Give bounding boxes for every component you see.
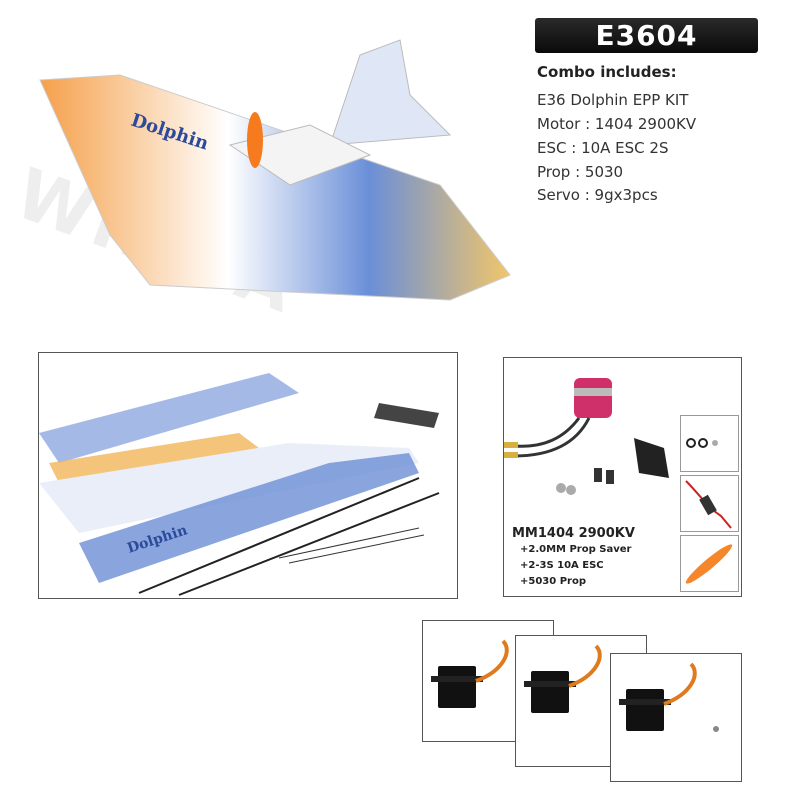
- propeller: [247, 112, 263, 168]
- combo-heading: Combo includes:: [537, 63, 677, 81]
- motor-item: +5030 Prop: [520, 576, 586, 587]
- combo-item: ESC : 10A ESC 2S: [537, 139, 669, 157]
- plane-photo: Dolphin: [39, 39, 511, 301]
- model-code-badge: E3604: [535, 18, 758, 53]
- motor-photo: [504, 378, 669, 495]
- wing: [39, 74, 511, 301]
- tail: [329, 39, 452, 146]
- propeller-photo: [680, 535, 739, 592]
- motor-item: +2.0MM Prop Saver: [520, 544, 632, 555]
- combo-item: Motor : 1404 2900KV: [537, 115, 697, 133]
- fuselage: [228, 124, 372, 186]
- combo-item: E36 Dolphin EPP KIT: [537, 91, 689, 109]
- prop-saver-photo: [680, 415, 739, 472]
- kit-parts-photo: Dolphin: [38, 352, 458, 599]
- combo-item: Prop : 5030: [537, 163, 624, 181]
- motor-title: MM1404 2900KV: [512, 526, 635, 541]
- combo-item: Servo : 9gx3pcs: [537, 186, 658, 204]
- motor-combo-panel: MM1404 2900KV +2.0MM Prop Saver +2-3S 10…: [503, 357, 742, 597]
- motor-item: +2-3S 10A ESC: [520, 560, 604, 571]
- esc-photo: [680, 475, 739, 532]
- servo-photo: [610, 653, 742, 782]
